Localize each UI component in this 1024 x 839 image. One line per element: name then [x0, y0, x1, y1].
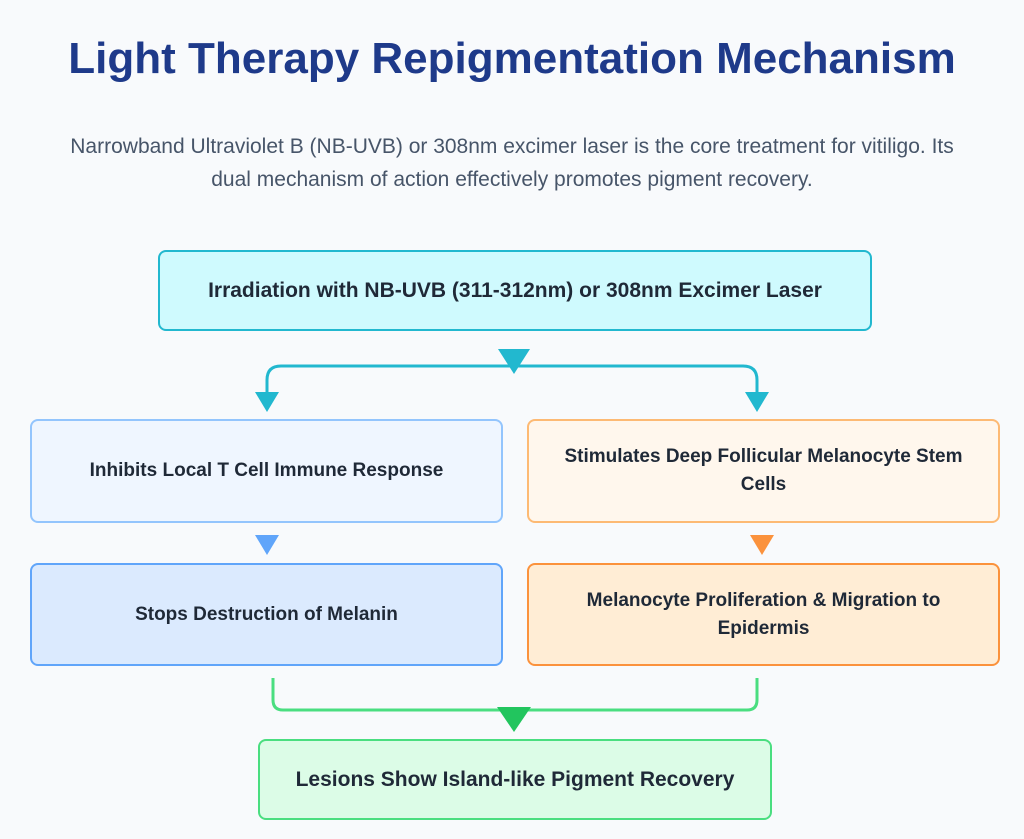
irradiation-step-label: Irradiation with NB-UVB (311-312nm) or 3…	[208, 278, 822, 302]
melanocyte-migration-step: Melanocyte Proliferation & Migration to …	[527, 563, 1000, 666]
pigment-recovery-step-label: Lesions Show Island-like Pigment Recover…	[295, 767, 735, 791]
bottom-arrow-icon	[497, 707, 531, 732]
immune-response-step-label: Inhibits Local T Cell Immune Response	[89, 460, 444, 481]
right-down-arrow-icon	[750, 535, 774, 555]
irradiation-step: Irradiation with NB-UVB (311-312nm) or 3…	[158, 250, 872, 331]
top-arrow-icon	[498, 349, 530, 374]
page-subtitle: Narrowband Ultraviolet B (NB-UVB) or 308…	[70, 135, 954, 191]
left-split-arrow-icon	[255, 392, 279, 412]
melanin-protection-step-label: Stops Destruction of Melanin	[135, 603, 398, 625]
left-down-arrow-icon	[255, 535, 279, 555]
right-split-arrow-icon	[745, 392, 769, 412]
melanin-protection-step: Stops Destruction of Melanin	[30, 563, 503, 666]
immune-response-step: Inhibits Local T Cell Immune Response	[30, 419, 503, 523]
page-title: Light Therapy Repigmentation Mechanism	[68, 34, 956, 83]
melanocyte-migration-step-label: Melanocyte Proliferation & Migration to …	[586, 589, 941, 639]
pigment-recovery-step: Lesions Show Island-like Pigment Recover…	[258, 739, 772, 820]
stem-cell-step-label: Stimulates Deep Follicular Melanocyte St…	[564, 446, 963, 495]
merge-connector-line	[271, 678, 759, 712]
stem-cell-step: Stimulates Deep Follicular Melanocyte St…	[527, 419, 1000, 523]
